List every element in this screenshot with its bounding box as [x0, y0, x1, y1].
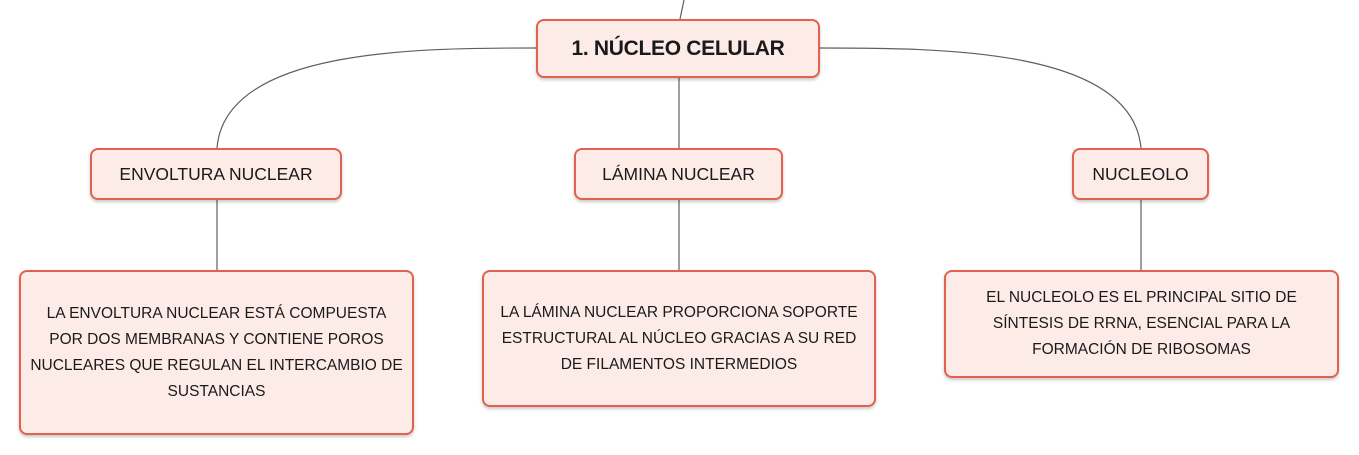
detail-text: EL NUCLEOLO ES EL PRINCIPAL SITIO DE SÍN… [986, 289, 1297, 358]
topic-label: NUCLEOLO [1092, 163, 1189, 184]
root-node[interactable]: 1. NÚCLEO CELULAR [536, 19, 820, 78]
root-label: 1. NÚCLEO CELULAR [571, 36, 785, 60]
detail-node-nucleolo[interactable]: EL NUCLEOLO ES EL PRINCIPAL SITIO DE SÍN… [944, 270, 1339, 378]
detail-node-envoltura-nuclear[interactable]: LA ENVOLTURA NUCLEAR ESTÁ COMPUESTA POR … [19, 270, 414, 435]
topic-node-lamina-nuclear[interactable]: LÁMINA NUCLEAR [574, 148, 783, 200]
detail-text: LA LÁMINA NUCLEAR PROPORCIONA SOPORTE ES… [500, 303, 858, 373]
topic-node-nucleolo[interactable]: NUCLEOLO [1072, 148, 1209, 200]
connector-root-to-envoltura [216, 47, 537, 149]
connector-root-to-nucleolo [819, 47, 1142, 149]
connector-incoming [679, 0, 685, 20]
topic-node-envoltura-nuclear[interactable]: ENVOLTURA NUCLEAR [90, 148, 342, 200]
topic-label: ENVOLTURA NUCLEAR [119, 163, 313, 184]
detail-text: LA ENVOLTURA NUCLEAR ESTÁ COMPUESTA POR … [30, 304, 403, 400]
detail-node-lamina-nuclear[interactable]: LA LÁMINA NUCLEAR PROPORCIONA SOPORTE ES… [482, 270, 876, 407]
topic-label: LÁMINA NUCLEAR [602, 163, 755, 184]
